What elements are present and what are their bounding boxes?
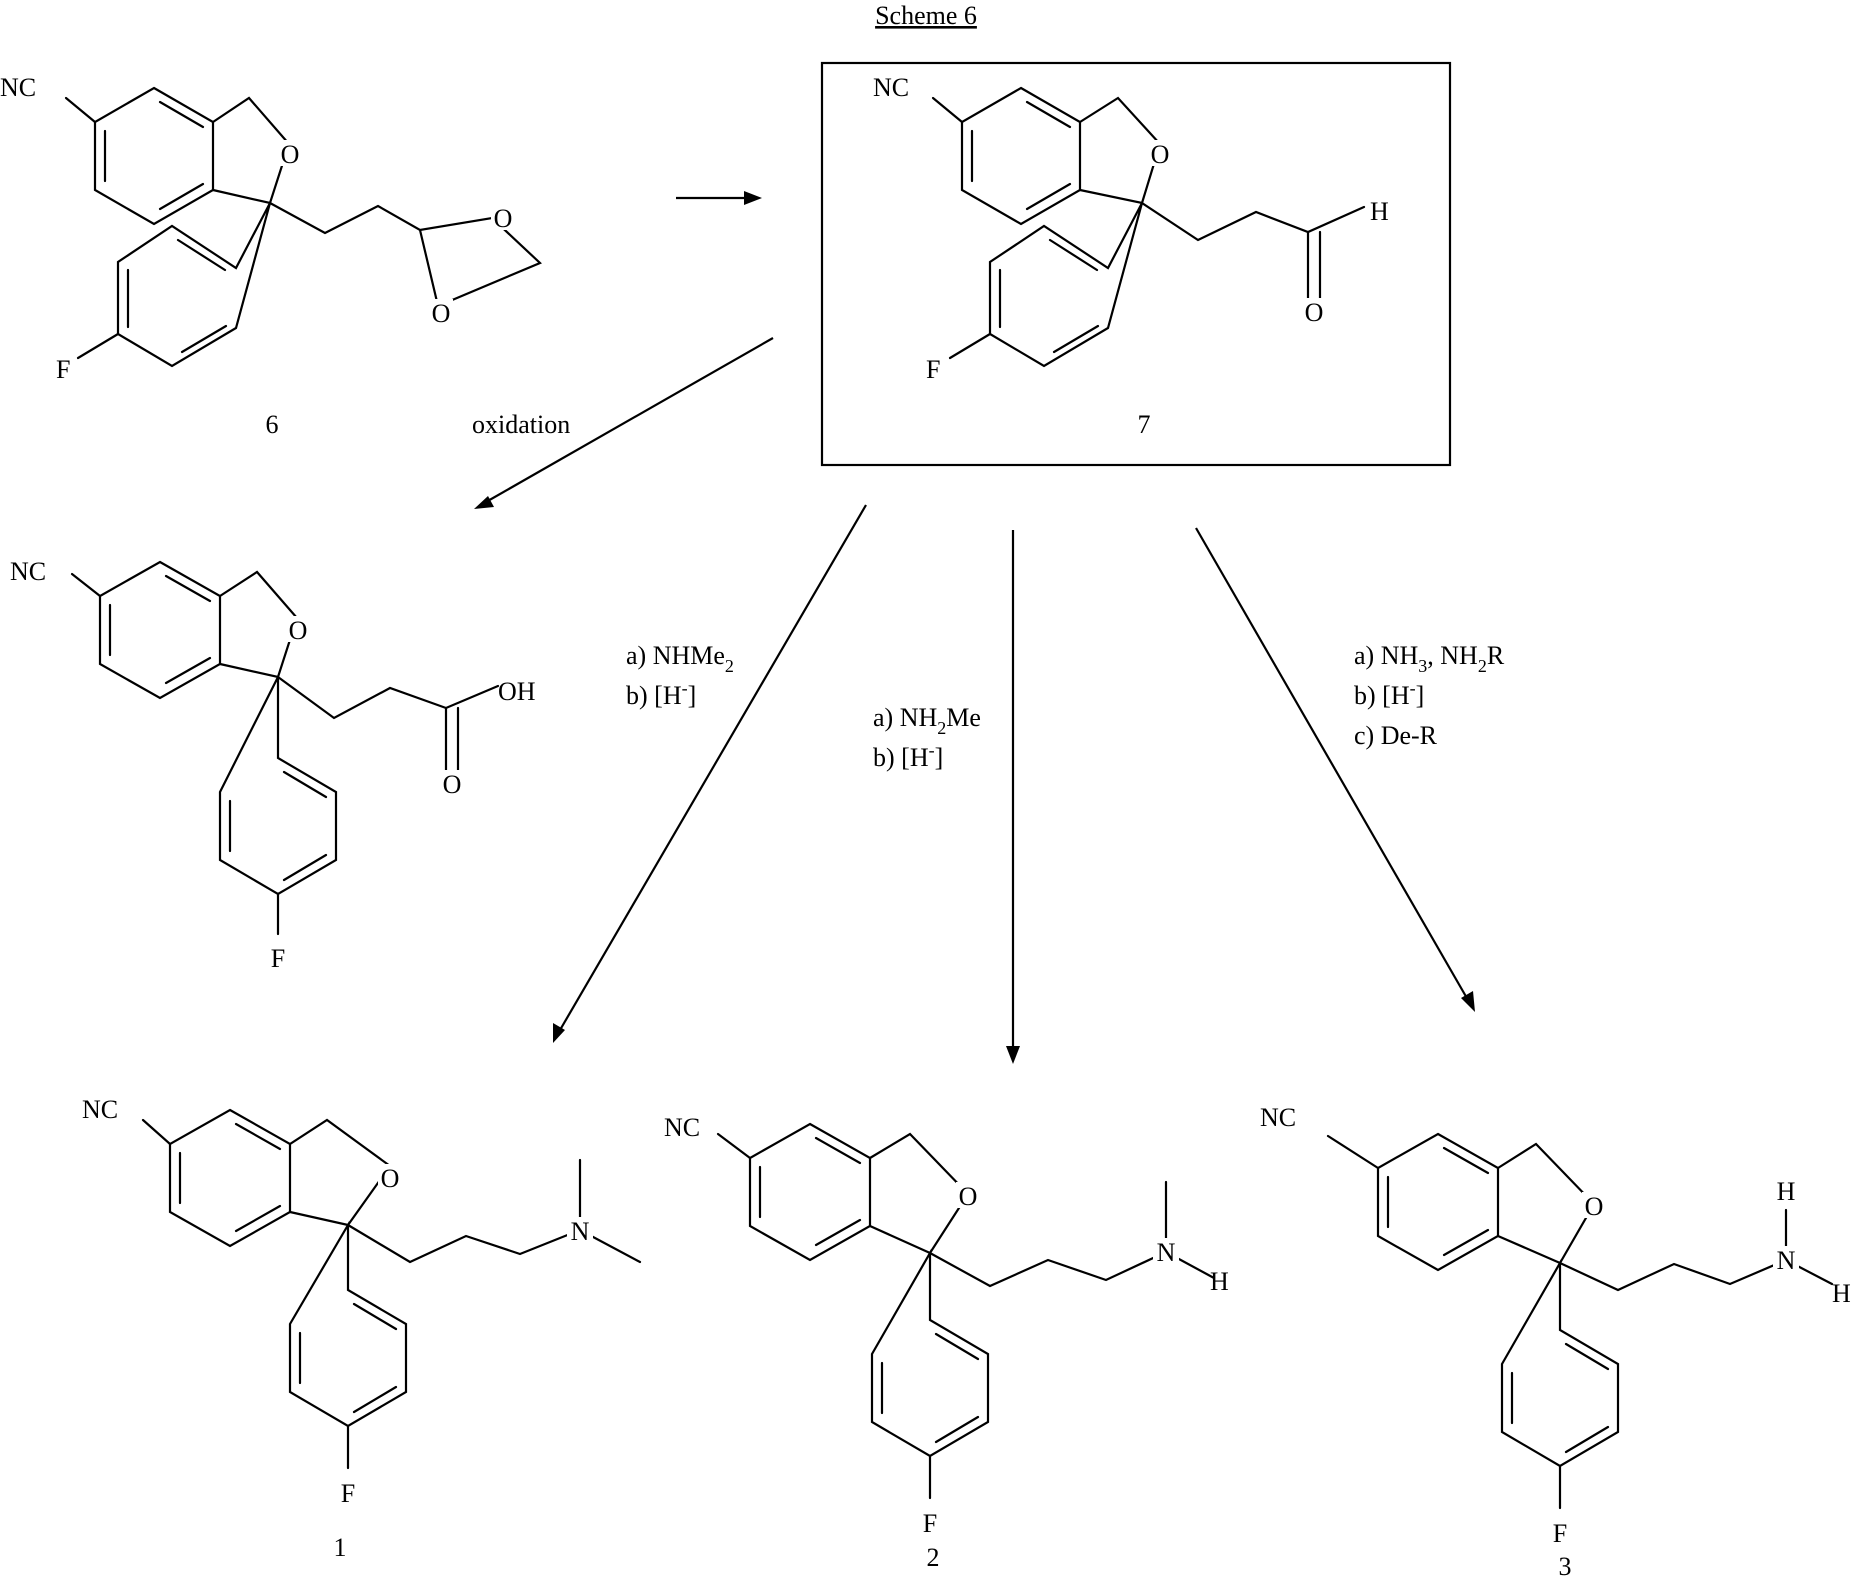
compound-2-f: F [923, 1509, 937, 1538]
acid-product-oh: OH [498, 677, 536, 706]
arrow-7-to-2 [1006, 530, 1020, 1064]
reagent-3a-end: R [1487, 641, 1505, 670]
acid-product-f: F [271, 944, 285, 973]
reagent-2b-end: ] [935, 743, 944, 772]
compound-6-o-dioxolane-2: O [432, 299, 451, 328]
compound-3-n: N [1777, 1246, 1796, 1275]
reagent-3a-mid: , NH [1427, 641, 1478, 670]
reagent-3a-sub2: 2 [1478, 656, 1487, 676]
reagent-2a-sub: 2 [937, 718, 946, 738]
reagent-1b: b) [H [626, 681, 682, 710]
compound-1-label: 1 [334, 1533, 347, 1562]
compound-6-bonds [66, 88, 540, 366]
compound-2-n: N [1157, 1238, 1176, 1267]
reagents-to-1: a) NHMe2 b) [H-] [626, 641, 734, 710]
compound-7-box [822, 63, 1450, 465]
compound-7-bonds [933, 88, 1364, 366]
reagent-3a: a) NH [1354, 641, 1418, 670]
compound-3: O N H H NC F 3 [1260, 1103, 1851, 1580]
compound-2-label: 2 [927, 1543, 940, 1572]
reagent-3b: b) [H [1354, 681, 1410, 710]
svg-text:a) NHMe2: a) NHMe2 [626, 641, 734, 676]
compound-6-f: F [56, 355, 70, 384]
compound-1-o-ring: O [381, 1164, 400, 1193]
reagent-2a-end: Me [946, 703, 981, 732]
compound-7-o-carbonyl: O [1305, 298, 1324, 327]
compound-1-f: F [341, 1479, 355, 1508]
compound-7-label: 7 [1138, 410, 1151, 439]
reagents-to-2: a) NH2Me b) [H-] [873, 703, 981, 772]
arrow-7-to-1 [553, 505, 866, 1043]
compound-3-bonds [1328, 1134, 1832, 1508]
compound-2: O N H NC F 2 [664, 1113, 1229, 1572]
reagent-2b: b) [H [873, 743, 929, 772]
compound-3-f: F [1553, 1519, 1567, 1548]
reagents-to-3: a) NH3, NH2R b) [H-] c) De-R [1354, 641, 1505, 750]
arrow-6-to-7 [676, 191, 762, 205]
compound-3-h-top: H [1777, 1177, 1796, 1206]
reagent-3c: c) De-R [1354, 721, 1438, 750]
compound-2-bonds [718, 1124, 1214, 1498]
compound-6-o-ring: O [281, 140, 300, 169]
compound-6: O O O NC F 6 [0, 73, 540, 439]
compound-3-label: 3 [1559, 1552, 1572, 1580]
compound-7-f: F [926, 355, 940, 384]
scheme-title: Scheme 6 [875, 1, 977, 30]
reagent-1a-sub: 2 [725, 656, 734, 676]
compound-6-nc: NC [0, 73, 36, 102]
acid-product-nc: NC [10, 557, 46, 586]
compound-7-o-ring: O [1151, 140, 1170, 169]
acid-product-bonds [72, 562, 498, 934]
compound-6-label: 6 [266, 410, 279, 439]
reagent-3a-sub1: 3 [1418, 656, 1427, 676]
svg-text:a) NH3, NH2R: a) NH3, NH2R [1354, 641, 1505, 676]
svg-text:b) [H-]: b) [H-] [873, 740, 943, 772]
compound-7: O H O NC F 7 [873, 73, 1389, 439]
compound-2-h: H [1210, 1267, 1229, 1296]
svg-text:b) [H-]: b) [H-] [1354, 678, 1424, 710]
compound-2-o-ring: O [959, 1182, 978, 1211]
compound-3-h-right: H [1832, 1279, 1851, 1308]
compound-2-nc: NC [664, 1113, 700, 1142]
reagent-1b-end: ] [688, 681, 697, 710]
compound-1-n: N [571, 1217, 590, 1246]
arrow-7-to-3 [1196, 528, 1475, 1012]
compound-3-o-ring: O [1585, 1192, 1604, 1221]
compound-7-h: H [1370, 197, 1389, 226]
reagent-2a: a) NH [873, 703, 937, 732]
compound-1: O N NC F 1 [82, 1095, 640, 1562]
oxidation-label: oxidation [472, 410, 570, 439]
svg-text:b) [H-]: b) [H-] [626, 678, 696, 710]
reagent-1a: a) NHMe [626, 641, 725, 670]
compound-7-nc: NC [873, 73, 909, 102]
svg-text:a) NH2Me: a) NH2Me [873, 703, 981, 738]
compound-1-nc: NC [82, 1095, 118, 1124]
reagent-3b-end: ] [1416, 681, 1425, 710]
compound-6-o-dioxolane-1: O [494, 204, 513, 233]
acid-product-o-carbonyl: O [443, 770, 462, 799]
compound-3-nc: NC [1260, 1103, 1296, 1132]
acid-product: O OH O NC F [10, 557, 536, 973]
acid-product-o-ring: O [289, 616, 308, 645]
